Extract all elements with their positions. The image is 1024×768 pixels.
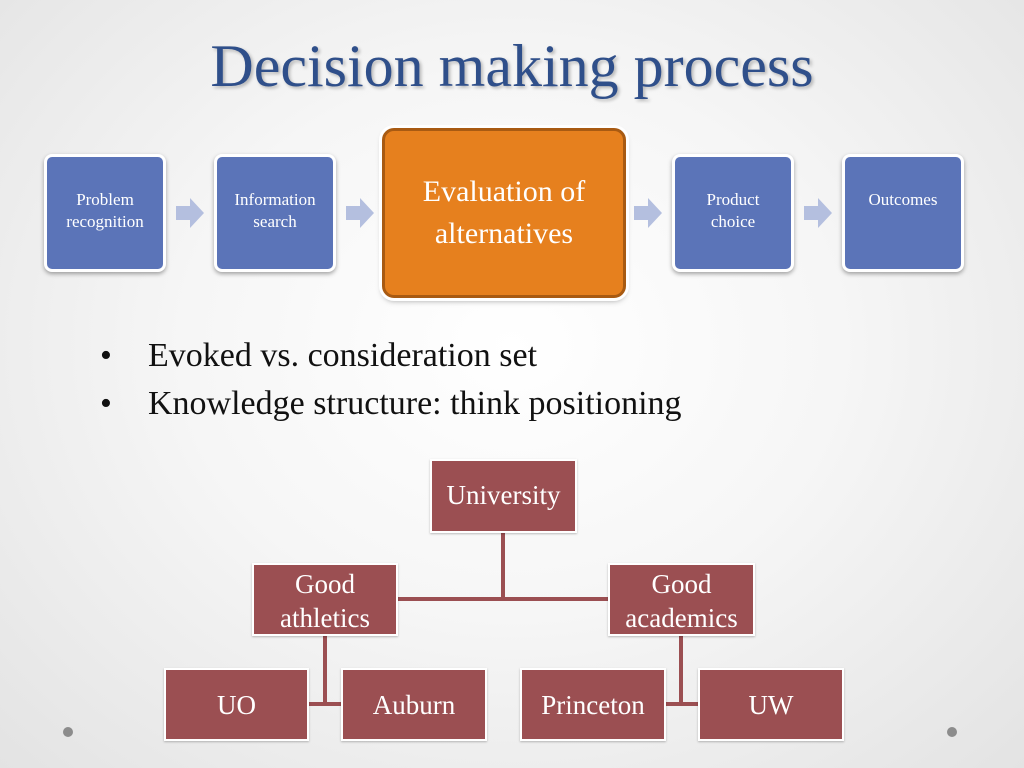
- step-label-line: Outcomes: [868, 190, 938, 209]
- step-outcomes: Outcomes: [842, 154, 964, 272]
- decorative-dot-icon: [947, 727, 957, 737]
- bullet-list: • Evoked vs. consideration set • Knowled…: [96, 332, 682, 428]
- step-label-line: alternatives: [434, 217, 574, 250]
- tree-leaf-auburn: Auburn: [341, 668, 487, 741]
- bullet-marker: •: [100, 385, 112, 422]
- tree-leaf-uo: UO: [164, 668, 309, 741]
- bullet-text: Knowledge structure: think positioning: [148, 385, 682, 422]
- step-label-line: Product: [706, 190, 760, 209]
- node-label: Princeton: [541, 690, 645, 720]
- node-label: University: [446, 480, 561, 510]
- tree-node-good-academics: Good academics: [608, 563, 755, 636]
- step-label-line: Information: [234, 190, 316, 209]
- step-problem-recognition: Problem recognition: [44, 154, 166, 272]
- node-label-line: academics: [625, 603, 738, 633]
- bullet-item: • Knowledge structure: think positioning: [96, 380, 682, 428]
- node-label-line: athletics: [280, 603, 370, 633]
- step-label-line: search: [253, 212, 297, 231]
- step-label-line: recognition: [66, 212, 144, 231]
- tree-leaf-uw: UW: [698, 668, 844, 741]
- bullet-marker: •: [100, 337, 112, 374]
- node-label-line: Good: [295, 569, 355, 599]
- step-product-choice: Product choice: [672, 154, 794, 272]
- step-information-search: Information search: [214, 154, 336, 272]
- tree-node-university: University: [430, 459, 577, 533]
- step-evaluation-of-alternatives: Evaluation of alternatives: [382, 128, 626, 298]
- node-label: UO: [217, 690, 256, 720]
- tree-node-good-athletics: Good athletics: [252, 563, 398, 636]
- node-label: Auburn: [372, 690, 456, 720]
- node-label-line: Good: [651, 569, 712, 599]
- tree-leaf-princeton: Princeton: [520, 668, 666, 741]
- decorative-dot-icon: [63, 727, 73, 737]
- step-label-line: choice: [710, 212, 756, 231]
- slide-title: Decision making process: [210, 33, 814, 99]
- bullet-text: Evoked vs. consideration set: [148, 337, 538, 374]
- bullet-item: • Evoked vs. consideration set: [96, 332, 682, 380]
- node-label: UW: [748, 690, 794, 720]
- step-label-line: Problem: [76, 190, 134, 209]
- step-label-line: Evaluation of: [422, 175, 586, 208]
